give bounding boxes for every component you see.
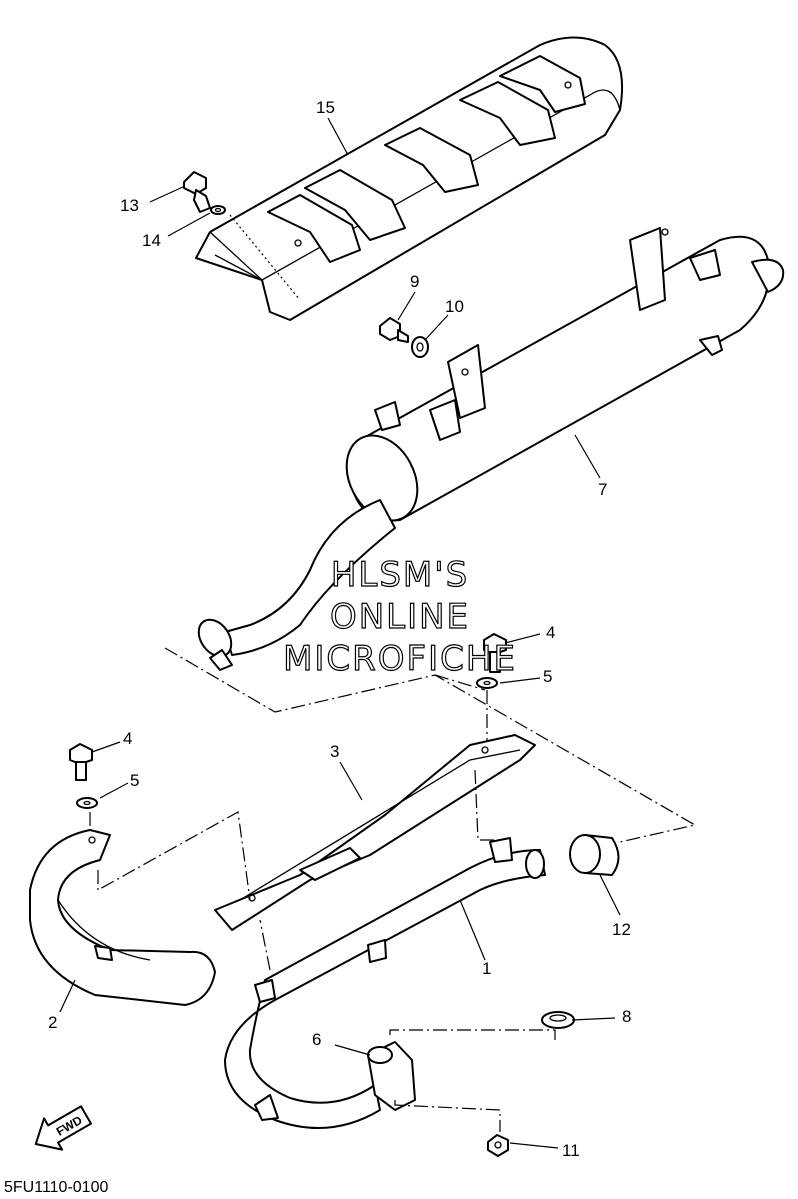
- callout-2: 2: [48, 1013, 57, 1032]
- bolt-14-part: [183, 171, 211, 213]
- washer-11-part: [411, 336, 429, 358]
- bolt-10-part: [379, 317, 409, 343]
- heat-protector-part: [195, 36, 624, 321]
- washer-15-part: [210, 205, 226, 215]
- washer-5-upper-part: [476, 677, 498, 689]
- callout-4-upper: 4: [546, 623, 555, 642]
- exhaust-pipe-part: [224, 837, 546, 1129]
- protector-part: [29, 829, 216, 1006]
- callout-14: 13: [120, 196, 139, 215]
- callout-15: 14: [142, 231, 161, 250]
- callout-labels: 15 13 14 9 10 7 4 5 4 5 3 12 1 2 6 8 11: [48, 98, 631, 1160]
- callout-10: 9: [410, 272, 419, 291]
- gasket-8-part: [541, 1011, 575, 1029]
- protector-bracket-part: [214, 734, 536, 931]
- callout-6: 6: [312, 1030, 321, 1049]
- callout-7: 7: [598, 480, 607, 499]
- washer-5-lower-part: [76, 797, 98, 809]
- callout-11: 10: [445, 297, 464, 316]
- callout-8: 8: [622, 1007, 631, 1026]
- muffler-part: [345, 227, 785, 522]
- fwd-arrow-icon: FWD: [34, 1105, 92, 1151]
- callout-5-lower: 5: [130, 771, 139, 790]
- leader-lines: [59, 117, 621, 1149]
- callout-4-lower: 4: [123, 729, 132, 748]
- bolt-4-upper-part: [483, 633, 507, 673]
- nut-9-part: [487, 1134, 509, 1157]
- drawing-code: 5FU1110-0100: [4, 1179, 108, 1196]
- bolt-4-lower-part: [69, 743, 93, 781]
- muffler-inlet-pipe: [197, 499, 396, 671]
- callout-9: 11: [562, 1141, 580, 1160]
- watermark-line-1: HLSM'S: [331, 555, 469, 595]
- callout-1: 1: [482, 959, 491, 978]
- watermark: HLSM'S ONLINE MICROFICHE: [282, 554, 517, 679]
- callout-12: 12: [612, 920, 631, 939]
- watermark-line-2: ONLINE: [330, 597, 470, 637]
- gasket-12-part: [569, 834, 620, 876]
- watermark-line-3: MICROFICHE: [283, 639, 517, 679]
- callout-3: 3: [330, 742, 339, 761]
- callout-5-upper: 5: [543, 667, 552, 686]
- callout-13: 15: [316, 98, 335, 117]
